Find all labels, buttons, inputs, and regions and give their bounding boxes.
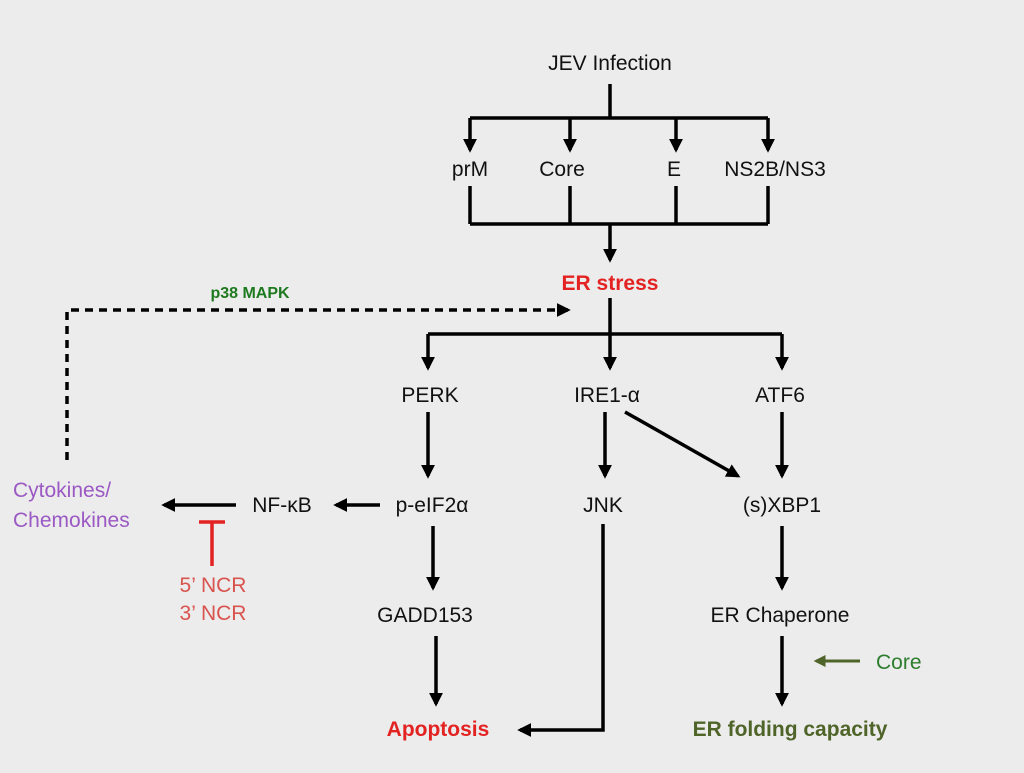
node-cytokines-line1: Cytokines/ <box>13 479 111 502</box>
node-apoptosis: Apoptosis <box>387 718 490 741</box>
node-er-chaperone: ER Chaperone <box>711 604 850 627</box>
node-ire1: IRE1-α <box>574 384 640 407</box>
node-sxbp1: (s)XBP1 <box>743 494 821 517</box>
label-3-ncr: 3’ NCR <box>180 602 247 625</box>
arrow-ire1-xbp1 <box>624 410 741 478</box>
node-er-folding-capacity: ER folding capacity <box>693 718 888 741</box>
node-nfkb: NF-κB <box>252 494 312 517</box>
inhibition-bar <box>199 520 225 566</box>
node-prm: prM <box>452 158 488 181</box>
p38-feedback-path <box>65 303 571 460</box>
node-jev-infection: JEV Infection <box>548 52 672 75</box>
node-perk: PERK <box>401 384 458 407</box>
node-er-stress: ER stress <box>562 272 659 295</box>
node-core: Core <box>539 158 585 181</box>
node-gadd153: GADD153 <box>377 604 473 627</box>
label-5-ncr: 5’ NCR <box>180 574 247 597</box>
node-jnk: JNK <box>583 494 623 517</box>
node-atf6: ATF6 <box>755 384 805 407</box>
node-cytokines-line2: Chemokines <box>13 509 130 532</box>
node-peif2a: p-eIF2α <box>396 494 469 517</box>
node-e: E <box>667 158 681 181</box>
label-p38-mapk: p38 MAPK <box>210 285 290 302</box>
label-core-modulator: Core <box>876 651 922 674</box>
arrow-jnk-apoptosis <box>517 524 605 737</box>
node-ns2b-ns3: NS2B/NS3 <box>724 158 826 181</box>
